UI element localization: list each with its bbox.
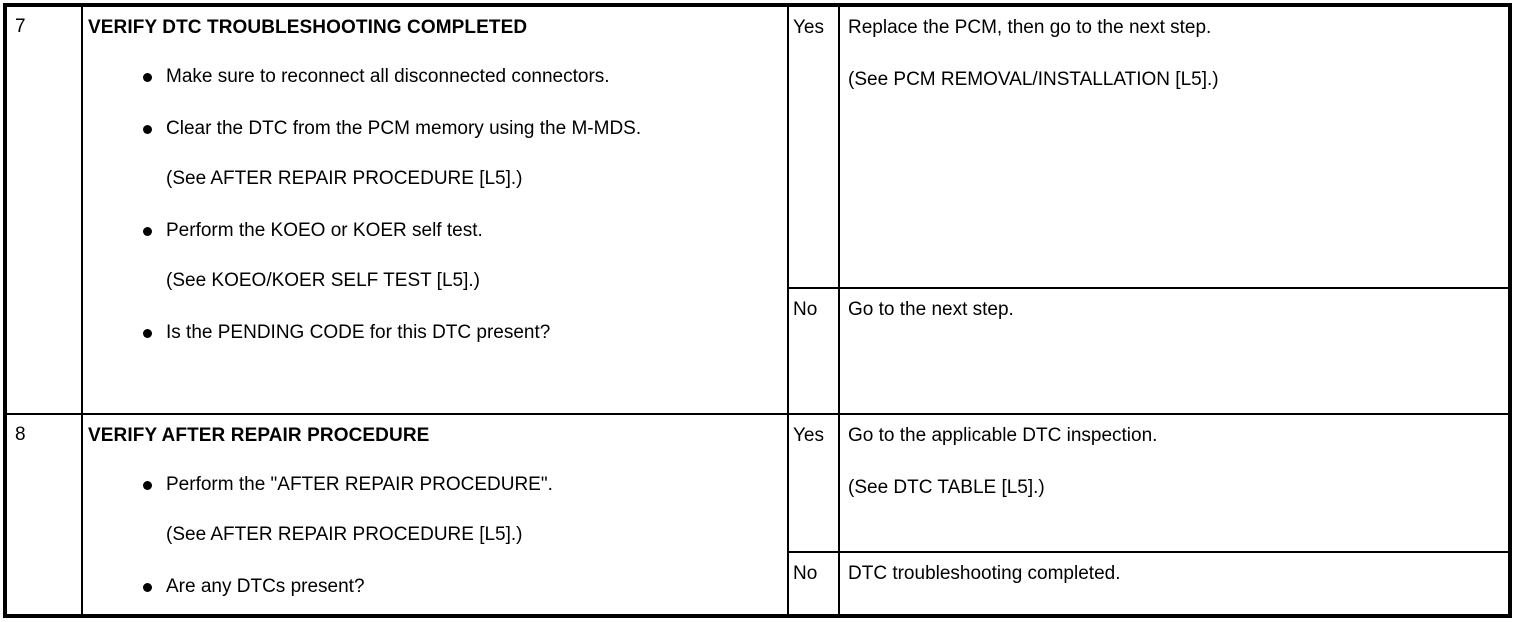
answer-reference: (See DTC TABLE [L5].) <box>848 477 1045 498</box>
answer-reference: (See PCM REMOVAL/INSTALLATION [L5].) <box>848 69 1219 90</box>
list-item-text: Is the PENDING CODE for this DTC present… <box>166 322 551 343</box>
answer-body-yes: Replace the PCM, then go to the next ste… <box>840 7 1508 287</box>
reference-note: (See KOEO/KOER SELF TEST [L5].) <box>166 270 480 291</box>
answer-label-no: No <box>789 553 840 614</box>
list-item: Make sure to reconnect all disconnected … <box>88 62 777 92</box>
answer-label-no: No <box>789 289 840 413</box>
list-item-text: Clear the DTC from the PCM memory using … <box>166 118 642 139</box>
list-item: Are any DTCs present? <box>88 572 777 602</box>
answer-yes: Yes Go to the applicable DTC inspection.… <box>789 415 1508 553</box>
answer-text: Replace the PCM, then go to the next ste… <box>848 17 1212 38</box>
list-item-text: Are any DTCs present? <box>166 576 365 597</box>
list-item-text: Perform the "AFTER REPAIR PROCEDURE". <box>166 474 553 495</box>
procedure-list: Perform the "AFTER REPAIR PROCEDURE". (S… <box>88 470 777 602</box>
troubleshooting-table: 7 VERIFY DTC TROUBLESHOOTING COMPLETED M… <box>3 3 1512 618</box>
step-number: 8 <box>15 424 26 445</box>
procedure-cell: VERIFY AFTER REPAIR PROCEDURE Perform th… <box>83 415 789 614</box>
list-item-text: Make sure to reconnect all disconnected … <box>166 66 610 87</box>
answer-body-yes: Go to the applicable DTC inspection. (Se… <box>840 415 1508 551</box>
bullet-icon <box>143 125 152 134</box>
list-item: Perform the KOEO or KOER self test. <box>88 216 777 246</box>
bullet-icon <box>143 481 152 490</box>
procedure-cell: VERIFY DTC TROUBLESHOOTING COMPLETED Mak… <box>83 7 789 413</box>
list-item: Perform the "AFTER REPAIR PROCEDURE". <box>88 470 777 500</box>
answer-no: No Go to the next step. <box>789 289 1508 413</box>
bullet-icon <box>143 73 152 82</box>
step-number-cell: 7 <box>7 7 83 413</box>
bullet-icon <box>143 583 152 592</box>
list-item: Clear the DTC from the PCM memory using … <box>88 114 777 144</box>
answer-text: Go to the applicable DTC inspection. <box>848 425 1158 446</box>
answer-text: Go to the next step. <box>848 299 1014 320</box>
procedure-heading: VERIFY AFTER REPAIR PROCEDURE <box>88 425 430 446</box>
table-row: 8 VERIFY AFTER REPAIR PROCEDURE Perform … <box>7 415 1508 614</box>
reference-note: (See AFTER REPAIR PROCEDURE [L5].) <box>166 524 523 545</box>
answer-body-no: DTC troubleshooting completed. <box>840 553 1508 614</box>
bullet-icon <box>143 227 152 236</box>
reference-note: (See AFTER REPAIR PROCEDURE [L5].) <box>166 168 523 189</box>
answer-text: DTC troubleshooting completed. <box>848 563 1121 584</box>
answer-body-no: Go to the next step. <box>840 289 1508 413</box>
list-item-text: Perform the KOEO or KOER self test. <box>166 220 483 241</box>
bullet-icon <box>143 329 152 338</box>
table-row: 7 VERIFY DTC TROUBLESHOOTING COMPLETED M… <box>7 7 1508 415</box>
answer-no: No DTC troubleshooting completed. <box>789 553 1508 614</box>
step-number: 7 <box>15 16 26 37</box>
answer-cell: Yes Go to the applicable DTC inspection.… <box>789 415 1508 614</box>
answer-cell: Yes Replace the PCM, then go to the next… <box>789 7 1508 413</box>
procedure-heading: VERIFY DTC TROUBLESHOOTING COMPLETED <box>88 17 528 38</box>
list-item: Is the PENDING CODE for this DTC present… <box>88 318 777 348</box>
step-number-cell: 8 <box>7 415 83 614</box>
answer-label-yes: Yes <box>789 7 840 287</box>
procedure-list: Make sure to reconnect all disconnected … <box>88 62 777 348</box>
answer-label-yes: Yes <box>789 415 840 551</box>
answer-yes: Yes Replace the PCM, then go to the next… <box>789 7 1508 289</box>
